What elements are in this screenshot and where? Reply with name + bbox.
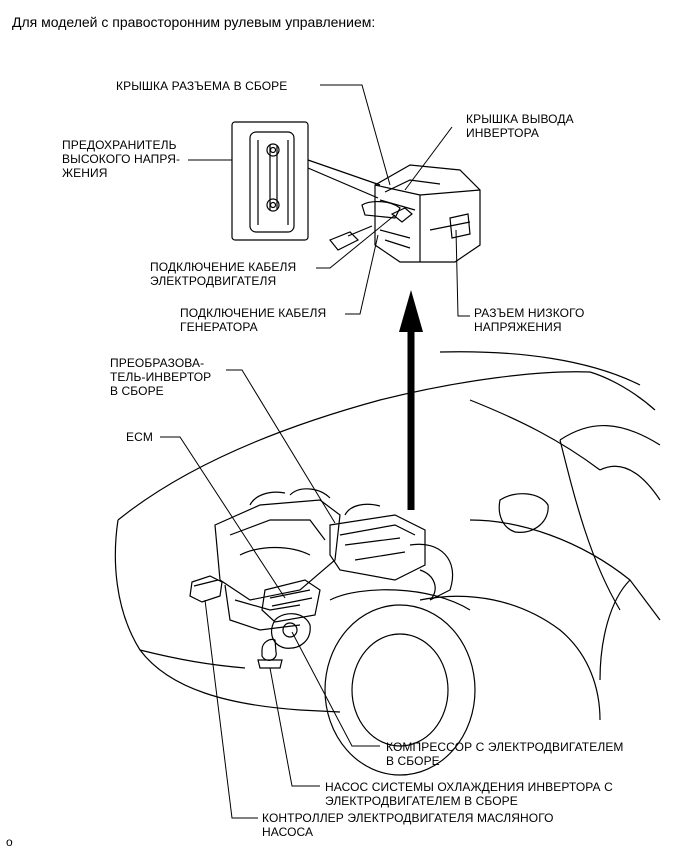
inverter-assembly-detail: [329, 164, 481, 263]
label-oil-pump-controller: КОНТРОЛЛЕР ЭЛЕКТРОДВИГАТЕЛЯ МАСЛЯНОГО НА…: [262, 811, 554, 839]
inset-connector-line: [307, 159, 381, 186]
fuse-inset: [231, 121, 309, 241]
leader-inverter-terminal-cover: [404, 126, 453, 191]
label-inverter-converter: ПРЕОБРАЗОВА- ТЕЛЬ-ИНВЕРТОР В СБОРЕ: [110, 356, 212, 398]
inset-connector-line: [307, 167, 379, 199]
label-compressor: КОМПРЕССОР С ЭЛЕКТРОДВИГАТЕЛЕМ В СБОРЕ: [386, 740, 624, 768]
cooling-pump-part: [257, 638, 283, 669]
oil-pump-controller-part: [189, 575, 223, 603]
magnify-arrow-head: [399, 290, 423, 332]
leader-ecm: [160, 436, 286, 599]
leader-low-voltage-connector: [455, 229, 470, 317]
label-connector-cover: КРЫШКА РАЗЪЕМА В СБОРЕ: [116, 79, 288, 93]
leader-generator-cable: [345, 234, 379, 315]
label-inverter-terminal-cover: КРЫШКА ВЫВОДА ИНВЕРТОРА: [466, 112, 574, 140]
label-inverter-cooling-pump: НАСОС СИСТЕМЫ ОХЛАЖДЕНИЯ ИНВЕРТОРА С ЭЛЕ…: [325, 780, 613, 808]
diagram-heading: Для моделей с правосторонним рулевым упр…: [12, 14, 376, 30]
label-motor-cable: ПОДКЛЮЧЕНИЕ КАБЕЛЯ ЭЛЕКТРОДВИГАТЕЛЯ: [150, 260, 297, 288]
leader-connector-cover: [320, 84, 391, 186]
leader-cooling-pump: [269, 667, 320, 787]
label-ecm: ECM: [126, 430, 153, 444]
footer-mark: o: [6, 835, 13, 849]
engine-bay: [214, 488, 454, 649]
label-hv-fuse: ПРЕДОХРАНИТЕЛЬ ВЫСОКОГО НАПРЯ- ЖЕНИЯ: [62, 138, 181, 180]
car-body-outline: [114, 351, 661, 776]
label-low-voltage-connector: РАЗЪЕМ НИЗКОГО НАПРЯЖЕНИЯ: [474, 306, 585, 334]
label-generator-cable: ПОДКЛЮЧЕНИЕ КАБЕЛЯ ГЕНЕРАТОРА: [180, 306, 327, 334]
leader-compressor: [291, 631, 380, 747]
leader-motor-cable: [316, 214, 396, 269]
leader-oil-pump-controller: [204, 599, 258, 819]
leader-inverter-converter: [226, 369, 336, 524]
